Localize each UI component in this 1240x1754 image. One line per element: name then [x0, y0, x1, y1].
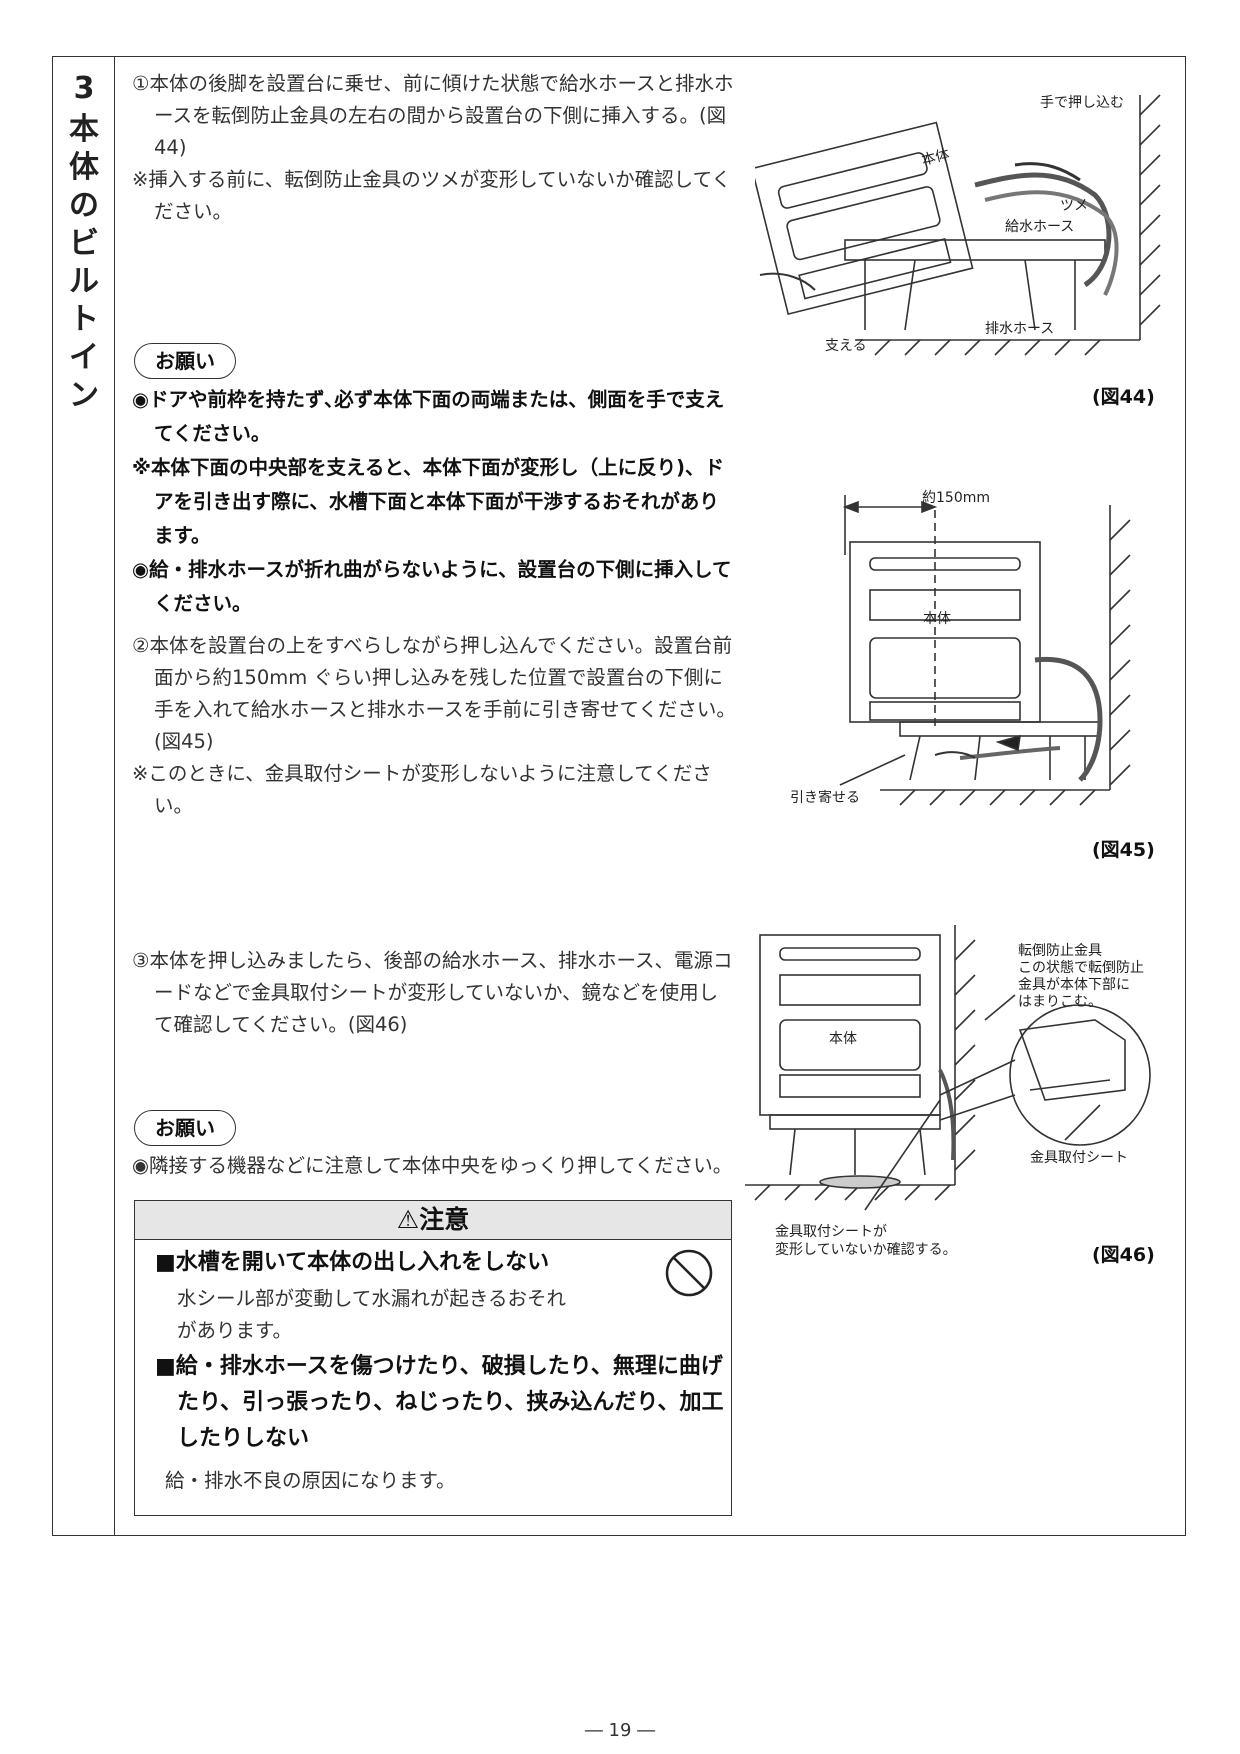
figure-44: 本体 手で押し込む ツメ 給水ホース 排水ホース 支える: [755, 94, 1161, 356]
figure-45: 約150mm 本体 引き寄せる: [790, 490, 1131, 806]
wall-hatch: [874, 94, 1161, 356]
fig46-body-label: 本体: [829, 1031, 857, 1047]
section-title-char: ト: [69, 302, 99, 337]
caution-title: ⚠注意: [135, 1201, 731, 1240]
section-title-char: ビ: [69, 226, 99, 261]
section-title: 本 体 の ビ ル ト イ ン: [53, 111, 115, 415]
step2-block: ②本体を設置台の上をすべらしながら押し込んでください。設置台前面から約150mm…: [132, 630, 737, 822]
fig46-anti-tip-label-4: はまりこむ。: [1018, 994, 1102, 1010]
step1-note: ※挿入する前に、転倒防止金具のツメが変形していないか確認してください。: [132, 168, 731, 223]
page-number: ― 19 ―: [584, 1720, 656, 1741]
request1-block: お願い ◉ドアや前枠を持たず､必ず本体下面の両端または、側面を手で支えてください…: [132, 343, 737, 621]
fig46-anti-tip-label-3: 金具が本体下部に: [1018, 977, 1130, 993]
request-label: お願い: [134, 1110, 236, 1146]
step1-block: ①本体の後脚を設置台に乗せ、前に傾けた状態で給水ホースと排水ホースを転倒防止金具…: [132, 68, 737, 228]
section-title-char: ル: [69, 264, 99, 299]
section-title-char: ン: [69, 378, 99, 413]
section-sidebar: 3 本 体 の ビ ル ト イ ン: [53, 57, 115, 1535]
fig45-body-label: 本体: [923, 611, 951, 627]
fig46-anti-tip-label-2: この状態で転倒防止: [1018, 960, 1144, 976]
step1-text: ①本体の後脚を設置台に乗せ、前に傾けた状態で給水ホースと排水ホースを転倒防止金具…: [132, 72, 734, 159]
figure-46: 本体 転倒防止金具 この状態で転倒防止 金具が本体下部に はまりこむ。 金具取付…: [745, 925, 1151, 1258]
fig44-supply-label: 給水ホース: [1005, 219, 1074, 235]
request2-item-1: ◉隣接する機器などに注意して本体中央をゆっくり押してください。: [132, 1154, 733, 1177]
section-frame: 3 本 体 の ビ ル ト イ ン: [52, 56, 1186, 1536]
fig46-sheet-label: 金具取付シート: [1030, 1150, 1128, 1166]
fig46-check-label-2: 変形していないか確認する。: [775, 1241, 957, 1258]
fig46-anti-tip-label-1: 転倒防止金具: [1018, 943, 1102, 959]
request1-item-1: ◉ドアや前枠を持たず､必ず本体下面の両端または、側面を手で支えてください。: [132, 388, 725, 445]
section-number: 3: [73, 71, 95, 106]
fig46-caption: (図46): [1092, 1244, 1155, 1266]
fig44-drain-label: 排水ホース: [985, 321, 1054, 337]
step3-text: ③本体を押し込みましたら、後部の給水ホース、排水ホース、電源コードなどで金具取付…: [132, 949, 733, 1036]
caution-item-1-desc: 水シール部が変動して水漏れが起きるおそれがあります。: [177, 1287, 567, 1342]
fig44-tsume-label: ツメ: [1060, 198, 1088, 214]
fig45-dimension-label: 約150mm: [922, 490, 990, 506]
caution-item-2-heading: ■給・排水ホースを傷つけたり、破損したり、無理に曲げたり、引っ張ったり、ねじった…: [155, 1354, 724, 1451]
fig44-caption: (図44): [1092, 386, 1155, 408]
request2-block: お願い ◉隣接する機器などに注意して本体中央をゆっくり押してください。: [132, 1110, 752, 1182]
dishwasher-body-tilted: [755, 121, 974, 316]
fig46-check-label-1: 金具取付シートが: [775, 1224, 887, 1240]
fig44-support-label: 支える: [825, 338, 867, 354]
section-title-char: 体: [69, 150, 99, 185]
step2-text: ②本体を設置台の上をすべらしながら押し込んでください。設置台前面から約150mm…: [132, 634, 736, 753]
section-title-char: の: [69, 188, 99, 223]
request1-item-3: ◉給・排水ホースが折れ曲がらないように、設置台の下側に挿入してください。: [132, 558, 732, 615]
fig44-body-label: 本体: [920, 147, 951, 169]
request1-item-2: ※本体下面の中央部を支えると、本体下面が変形し（上に反り)、ドアを引き出す際に、…: [132, 456, 725, 547]
fig45-caption: (図45): [1092, 839, 1155, 861]
section-title-char: 本: [69, 112, 99, 147]
section-title-char: イ: [69, 340, 99, 375]
step3-block: ③本体を押し込みましたら、後部の給水ホース、排水ホース、電源コードなどで金具取付…: [132, 945, 737, 1041]
prohibition-icon: [665, 1249, 713, 1297]
request-label: お願い: [134, 343, 236, 379]
caution-item-2-desc: 給・排水不良の原因になります。: [165, 1469, 456, 1492]
step2-note: ※このときに、金具取付シートが変形しないように注意してください。: [132, 762, 712, 817]
caution-item-1-heading: ■水槽を開いて本体の出し入れをしない: [155, 1250, 550, 1275]
fig44-push-label: 手で押し込む: [1040, 95, 1124, 111]
fig45-pull-label: 引き寄せる: [790, 789, 860, 806]
caution-box: ⚠注意 ■水槽を開いて本体の出し入れをしない 水シール部が変動して水漏れが起きる…: [134, 1200, 732, 1516]
